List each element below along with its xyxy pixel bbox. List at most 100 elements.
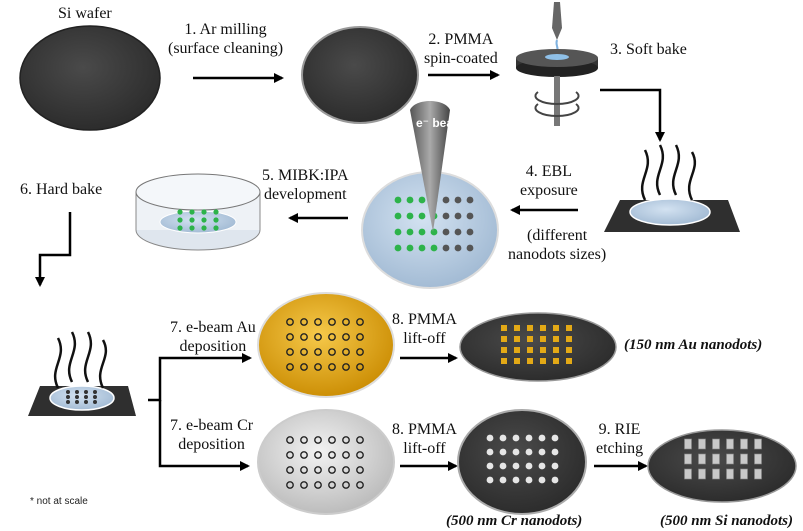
ebl-dots-mark (394, 196, 402, 204)
silver-holes-mark (342, 466, 350, 474)
arrow-step6 (35, 212, 72, 287)
si-wafer (19, 25, 161, 131)
ebl-dots-mark (454, 228, 462, 236)
hotplate-soft-bake (604, 144, 740, 232)
gold-holes-mark (300, 318, 308, 326)
si-pillars-mark (712, 468, 720, 480)
si-pillars-mark (754, 468, 762, 480)
silver-holes-mark (314, 466, 322, 474)
hotplate-hard-bake (28, 331, 136, 416)
cr-dots-mark (551, 448, 559, 456)
cr-dots-mark (499, 476, 507, 484)
si-pillars-mark (740, 453, 748, 465)
cleaned-wafer (301, 26, 419, 124)
label-step1: 1. Ar milling(surface cleaning) (168, 21, 284, 57)
au-dots-mark (514, 347, 520, 353)
dish-dots-mark (189, 225, 195, 231)
cr-dots-mark (525, 448, 533, 456)
label-step6: 6. Hard bake (20, 181, 103, 198)
cr-dots-mark (538, 462, 546, 470)
arrow-step3 (600, 88, 665, 142)
si-pillars-mark (754, 438, 762, 450)
au-dots-mark (566, 347, 572, 353)
au-dots-mark (553, 347, 559, 353)
hb-dots-mark (66, 395, 70, 399)
hb-dots-mark (66, 400, 70, 404)
si-pillars-mark (684, 453, 692, 465)
ebl-dots-mark (442, 212, 450, 220)
silver-holes-mark (314, 436, 322, 444)
gold-holes-mark (328, 318, 336, 326)
cr-dots-mark (525, 476, 533, 484)
silver-holes-mark (342, 436, 350, 444)
gold-holes-mark (342, 363, 350, 371)
ebl-dots-mark (430, 244, 438, 252)
silver-holes-mark (286, 436, 294, 444)
scale-note: * not at scale (30, 496, 88, 507)
label-si-result: (500 nm Si nanodots) (660, 513, 793, 529)
silver-holes-mark (300, 466, 308, 474)
silver-wafer (257, 409, 395, 515)
dish-dots-mark (177, 225, 183, 231)
ebl-dots-mark (430, 228, 438, 236)
hb-dots-mark (93, 395, 97, 399)
cr-dots-mark (486, 434, 494, 442)
silver-holes-mark (328, 451, 336, 459)
au-dots-mark (527, 325, 533, 331)
cr-dots-mark (499, 462, 507, 470)
si-pillars-mark (712, 438, 720, 450)
silver-holes-mark (356, 436, 364, 444)
ebl-dots-mark (454, 196, 462, 204)
gold-holes-mark (342, 318, 350, 326)
ebl-dots-mark (394, 228, 402, 236)
cr-dots-mark (551, 462, 559, 470)
si-pillars-mark (684, 438, 692, 450)
au-dots-mark (527, 336, 533, 342)
dish-dots-mark (201, 225, 207, 231)
label-step3: 3. Soft bake (610, 41, 687, 58)
ebl-dots-mark (406, 212, 414, 220)
dish-dots-mark (213, 217, 219, 223)
cr-dots-mark (551, 476, 559, 484)
gold-holes-mark (300, 348, 308, 356)
gold-holes-mark (314, 363, 322, 371)
gold-holes-mark (356, 318, 364, 326)
au-dots-mark (501, 347, 507, 353)
silver-holes-mark (286, 481, 294, 489)
arrow-branch-cr (158, 400, 250, 471)
development-dish (135, 173, 261, 251)
au-dots-mark (501, 358, 507, 364)
si-pillars-mark (684, 468, 692, 480)
si-pillars-mark (712, 453, 720, 465)
hb-dots-mark (84, 400, 88, 404)
cr-dots-mark (538, 476, 546, 484)
cr-dots-mark (499, 434, 507, 442)
gold-holes-mark (314, 348, 322, 356)
gold-holes-mark (314, 318, 322, 326)
ebl-dots-mark (442, 244, 450, 252)
silver-holes-mark (300, 436, 308, 444)
si-pillars-mark (740, 468, 748, 480)
gold-holes-mark (300, 363, 308, 371)
ebl-dots-mark (466, 196, 474, 204)
gold-holes-mark (286, 333, 294, 341)
si-pillars-mark (726, 453, 734, 465)
gold-holes-mark (286, 363, 294, 371)
ebl-dots-mark (406, 196, 414, 204)
si-pillars-mark (726, 438, 734, 450)
silver-holes-mark (286, 451, 294, 459)
ebl-dots-mark (454, 244, 462, 252)
au-dots-mark (527, 347, 533, 353)
gold-holes-mark (342, 333, 350, 341)
label-cr-result: (500 nm Cr nanodots) (446, 513, 583, 529)
gold-holes-mark (328, 333, 336, 341)
ebl-dots-mark (406, 228, 414, 236)
au-dots-mark (553, 336, 559, 342)
cr-dots-mark (512, 448, 520, 456)
ebl-dots-mark (454, 212, 462, 220)
